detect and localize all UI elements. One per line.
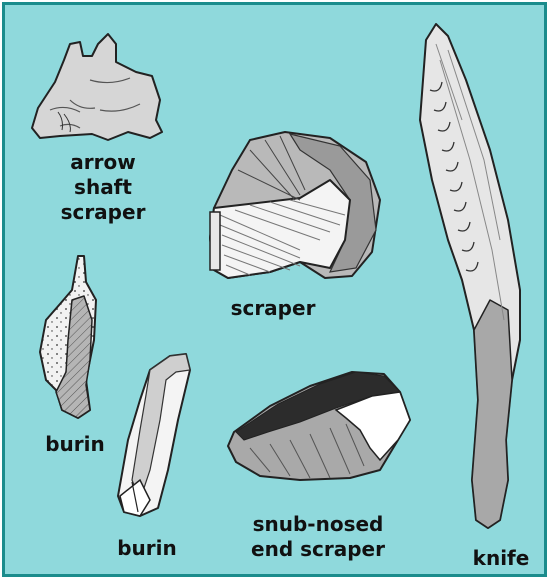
label-arrow-shaft-scraper: arrow shaft scraper <box>38 150 168 225</box>
label-burin-bottom: burin <box>112 536 182 561</box>
label-snub-nosed-end-scraper: snub-nosed end scraper <box>248 512 388 562</box>
burin-drawing <box>40 256 96 418</box>
scraper-drawing <box>210 132 380 278</box>
label-burin-left: burin <box>40 432 110 457</box>
label-scraper: scraper <box>218 296 328 321</box>
snub-nosed-end-scraper-drawing <box>228 372 410 480</box>
burin-drawing-2 <box>118 354 190 516</box>
label-knife: knife <box>466 546 536 571</box>
arrow-shaft-scraper-drawing <box>32 34 162 140</box>
knife-drawing <box>420 24 520 528</box>
